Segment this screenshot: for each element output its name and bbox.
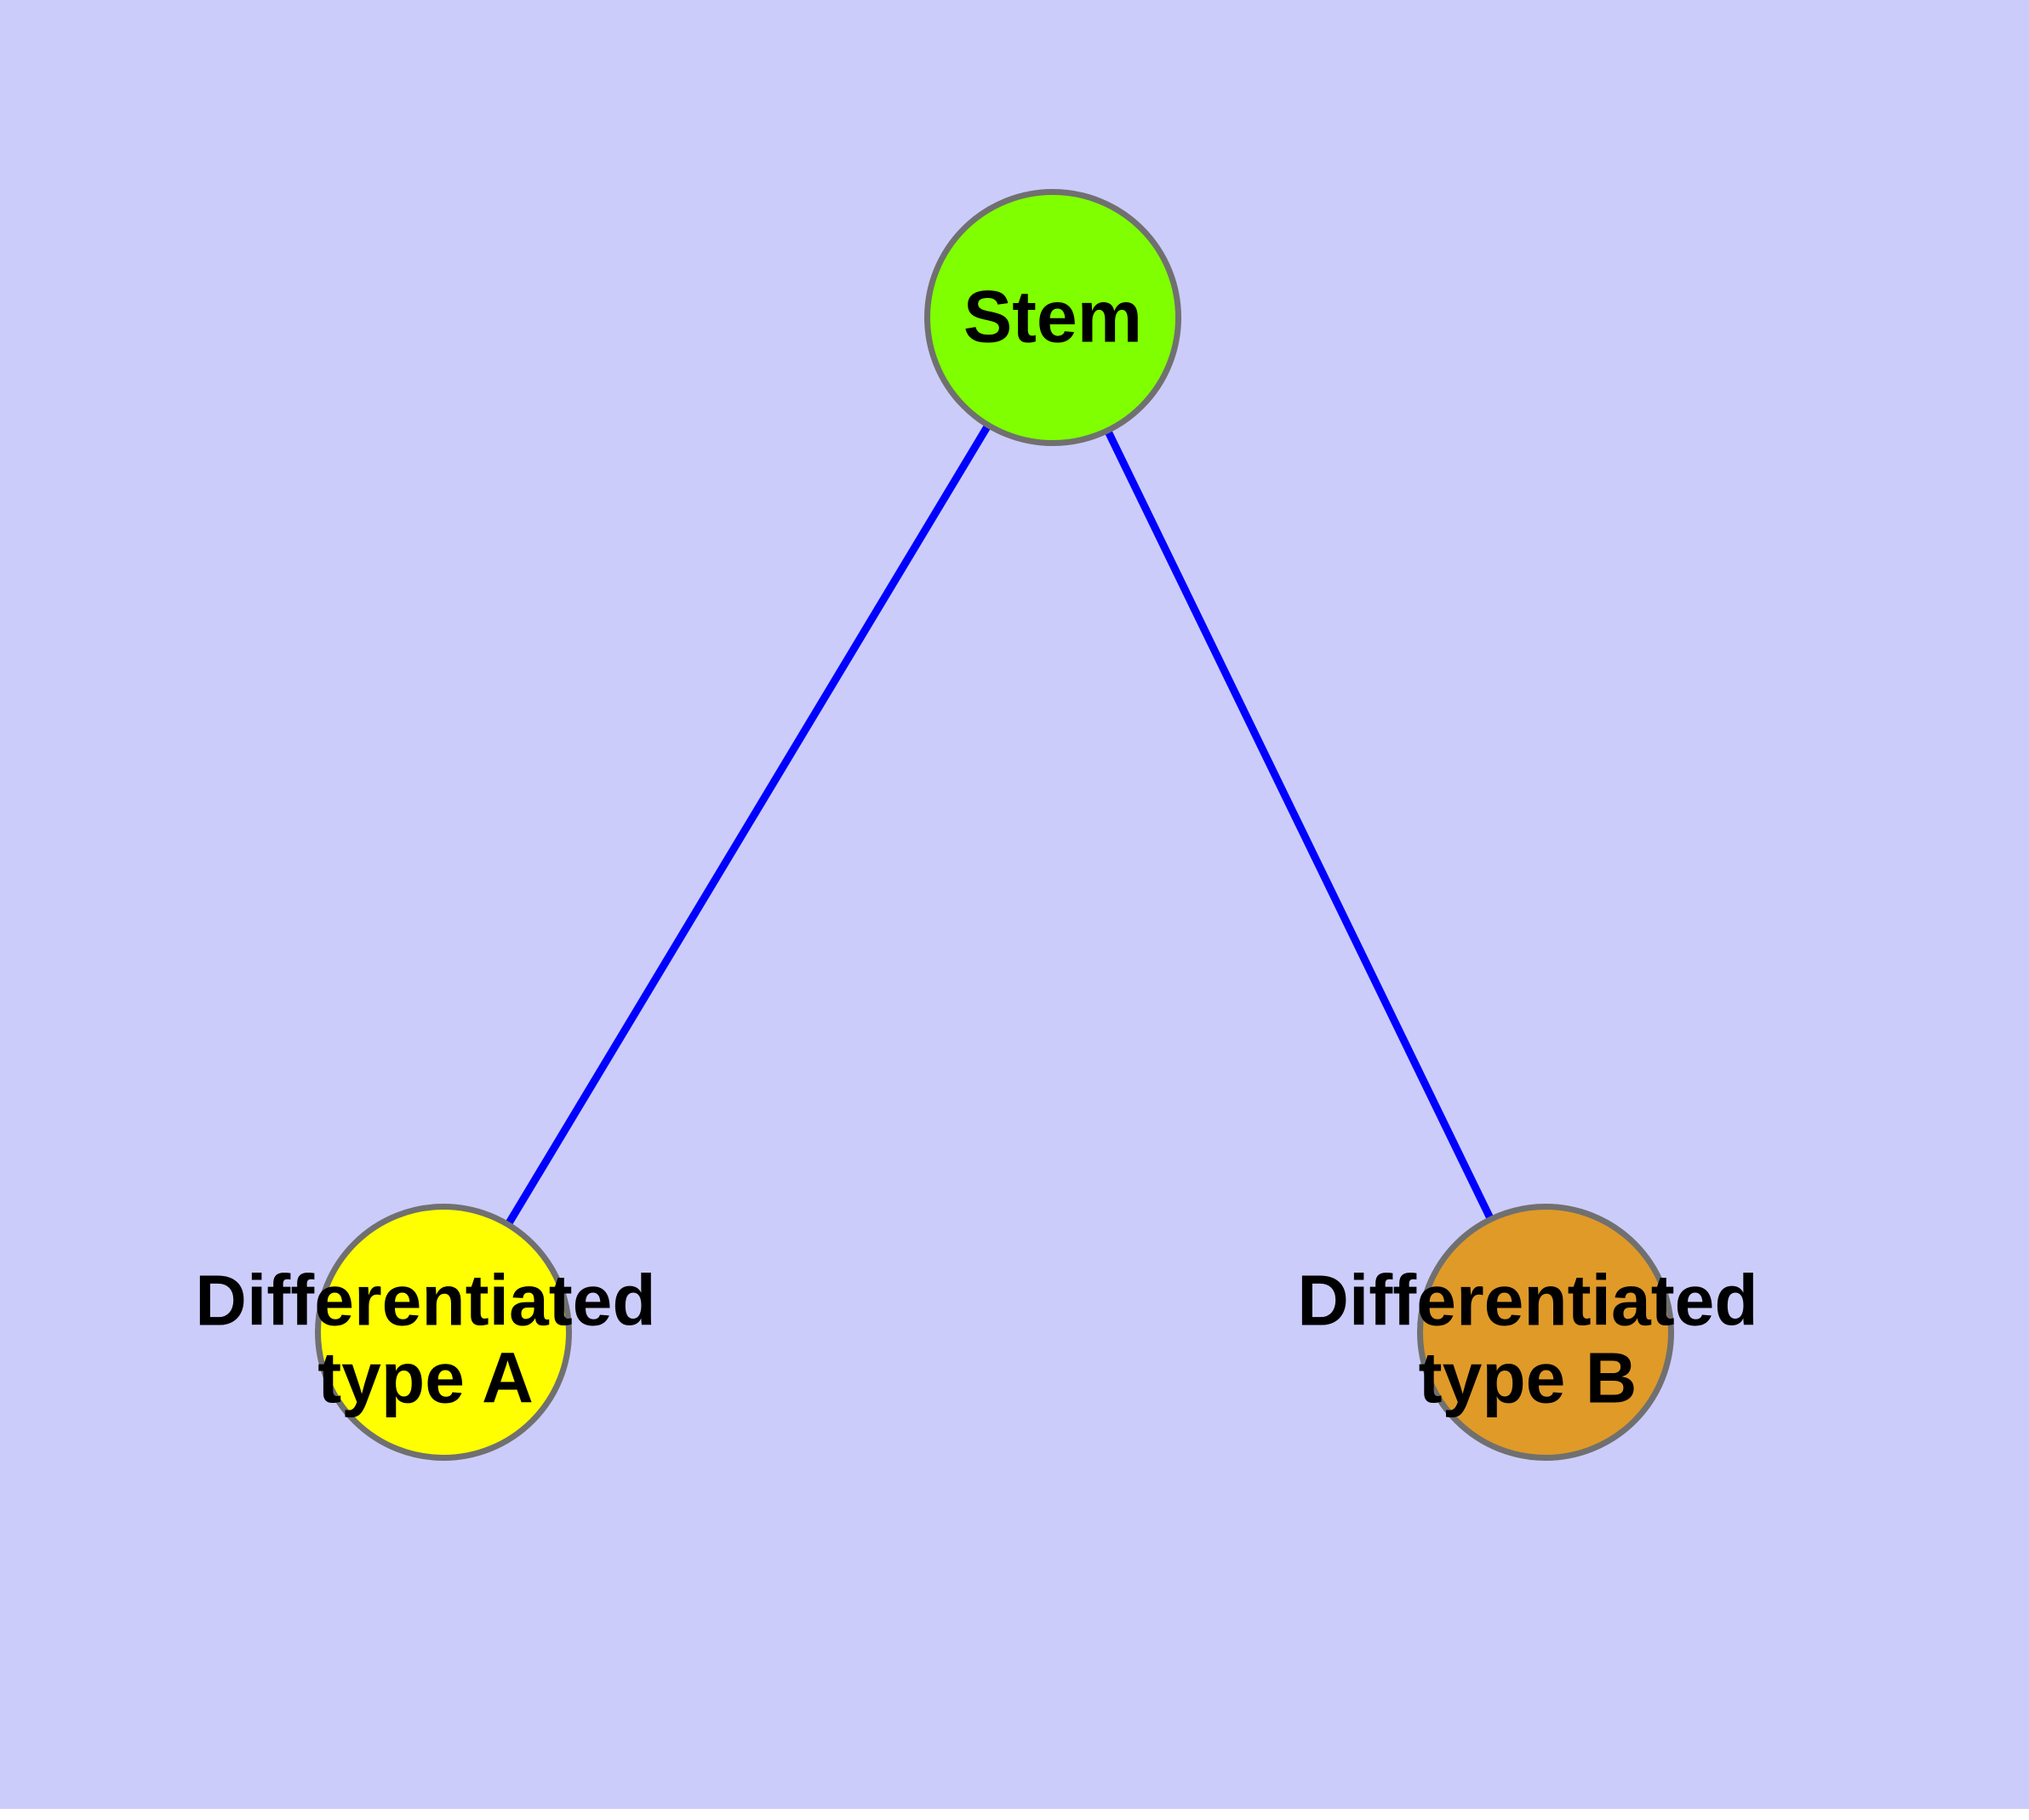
graph-node-diff_b[interactable] — [1417, 1204, 1674, 1461]
graph-edge-stem-to-diff_a[interactable] — [504, 422, 992, 1228]
graph-edge-stem-to-diff_b[interactable] — [1104, 428, 1495, 1222]
graph-node-diff_a[interactable] — [315, 1204, 572, 1461]
edge-layer — [504, 422, 1495, 1228]
graph-node-stem[interactable] — [924, 189, 1181, 446]
node-layer — [315, 189, 1674, 1461]
